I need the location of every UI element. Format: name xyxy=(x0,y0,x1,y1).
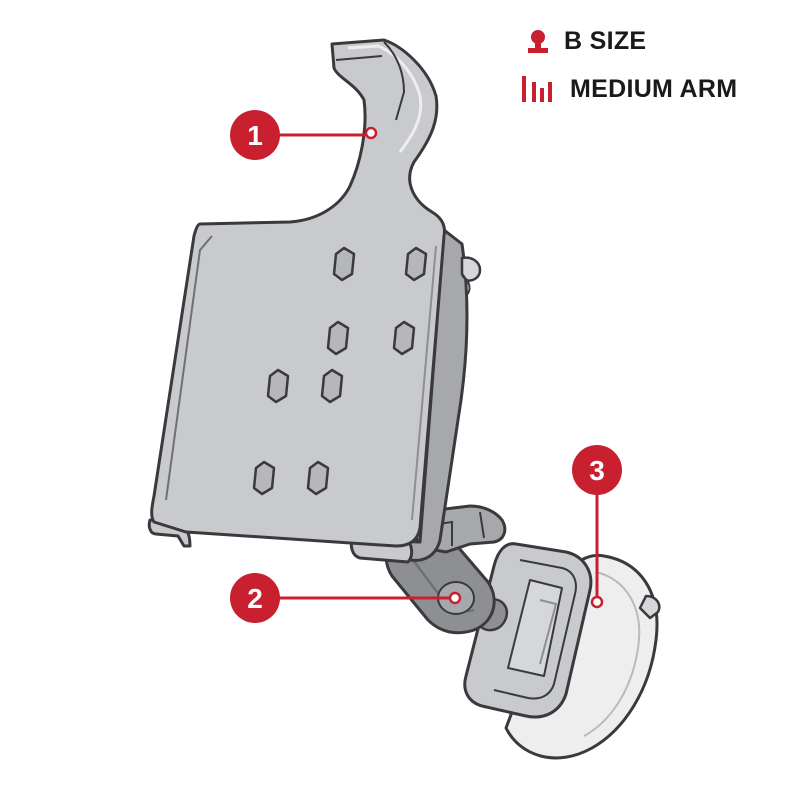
arm-length-icon xyxy=(522,76,552,102)
ball-size-icon xyxy=(528,29,548,53)
legend-arm: MEDIUM ARM xyxy=(520,74,737,104)
callout-3: 3 xyxy=(572,445,622,609)
callout-number: 2 xyxy=(247,583,263,614)
mounting-holes xyxy=(252,246,428,496)
legend-size: B SIZE xyxy=(526,27,646,56)
mounting-hole xyxy=(326,320,350,356)
mounting-hole xyxy=(404,246,428,282)
mounting-hole xyxy=(320,368,344,404)
suction-cup-base xyxy=(463,542,661,760)
legend-arm-label: MEDIUM ARM xyxy=(570,74,738,103)
cradle-plate xyxy=(150,38,446,548)
callout-badge xyxy=(572,445,622,495)
callout-number: 3 xyxy=(589,455,605,486)
mounting-hole xyxy=(392,320,416,356)
mounting-hole xyxy=(306,460,330,496)
callout-badge xyxy=(230,110,280,160)
callout-1: 1 xyxy=(230,110,378,160)
callout-badge xyxy=(230,573,280,623)
callout-number: 1 xyxy=(247,120,263,151)
mounting-hole xyxy=(252,460,276,496)
mounting-hole xyxy=(266,368,290,404)
mounting-hole xyxy=(332,246,356,282)
callout-2: 2 xyxy=(230,573,462,623)
holder-cradle xyxy=(147,38,482,564)
suction-lever-tab xyxy=(638,594,661,620)
legend-size-label: B SIZE xyxy=(564,27,647,55)
